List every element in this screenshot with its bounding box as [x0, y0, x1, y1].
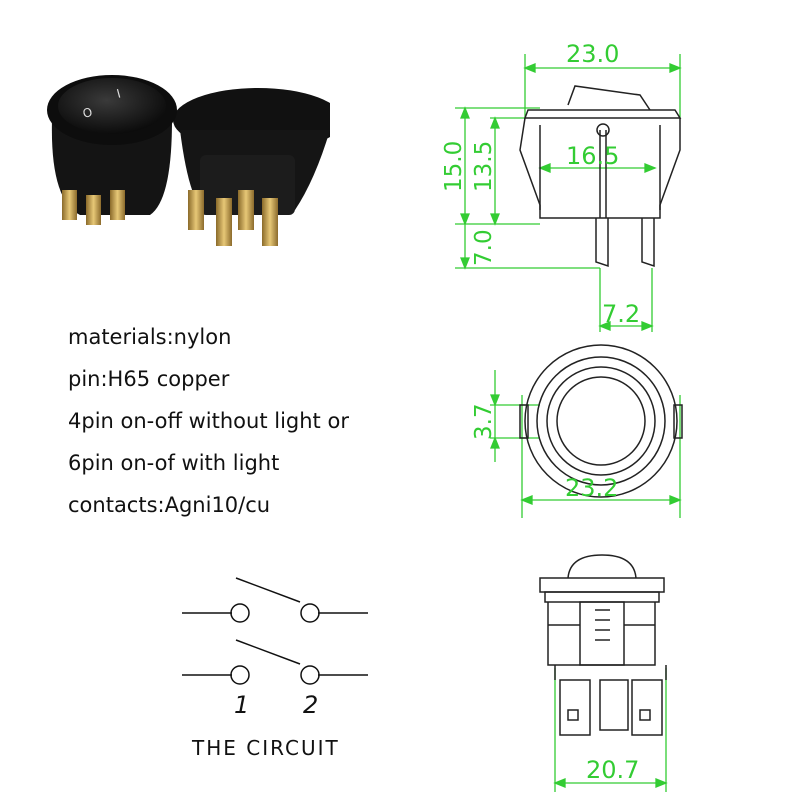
switch-mark-off: O: [81, 105, 94, 121]
terminal-top-right: [300, 603, 320, 623]
top-view-drawing: 23.2 3.7: [471, 344, 683, 518]
spec-4pin: 4pin on-off without light or: [68, 409, 349, 433]
side-view-outline: [519, 85, 682, 268]
circuit-lines: [182, 577, 368, 685]
dim-overall-width: 23.0: [566, 40, 619, 68]
spec-contacts: contacts:Agni10/cu: [68, 493, 271, 517]
dim-outer-diameter: 23.2: [565, 474, 618, 502]
side-view-dimension-lines: [455, 54, 682, 332]
switch-mark-on: I: [115, 86, 122, 100]
dim-body-height: 13.5: [471, 141, 497, 192]
circuit-pin-2-label: 2: [303, 691, 318, 719]
top-view-dimension-lines: [490, 370, 682, 518]
spec-pin: pin:H65 copper: [68, 367, 230, 391]
circuit-pin-1-label: 1: [234, 691, 249, 719]
dim-overall-height: 15.0: [441, 141, 467, 192]
front-view-drawing: 20.7: [539, 554, 668, 792]
top-view-outline: [519, 344, 683, 498]
switch-front-photo: I O: [47, 75, 177, 225]
terminal-bottom-left: [230, 665, 250, 685]
circuit-title: THE CIRCUIT: [191, 736, 340, 760]
dim-pin-length: 7.0: [471, 229, 497, 266]
circuit-diagram: 1 2 THE CIRCUIT: [182, 577, 368, 760]
product-photo: I O: [47, 75, 330, 246]
spec-6pin: 6pin on-of with light: [68, 451, 280, 475]
spec-materials: materials:nylon: [68, 325, 232, 349]
terminal-bottom-right: [300, 665, 320, 685]
dim-body-width: 20.7: [586, 756, 639, 784]
switch-back-photo: [173, 88, 330, 246]
front-view-outline: [539, 554, 667, 736]
side-view-drawing: 23.0 16.5 15.0 13.5 7.0 7.2: [441, 40, 682, 332]
dim-inner-width: 16.5: [566, 142, 619, 170]
dim-pin-spacing: 7.2: [602, 300, 640, 328]
dim-clip-offset: 3.7: [471, 403, 497, 440]
terminal-top-left: [230, 603, 250, 623]
front-view-dimension-lines: [553, 668, 668, 792]
